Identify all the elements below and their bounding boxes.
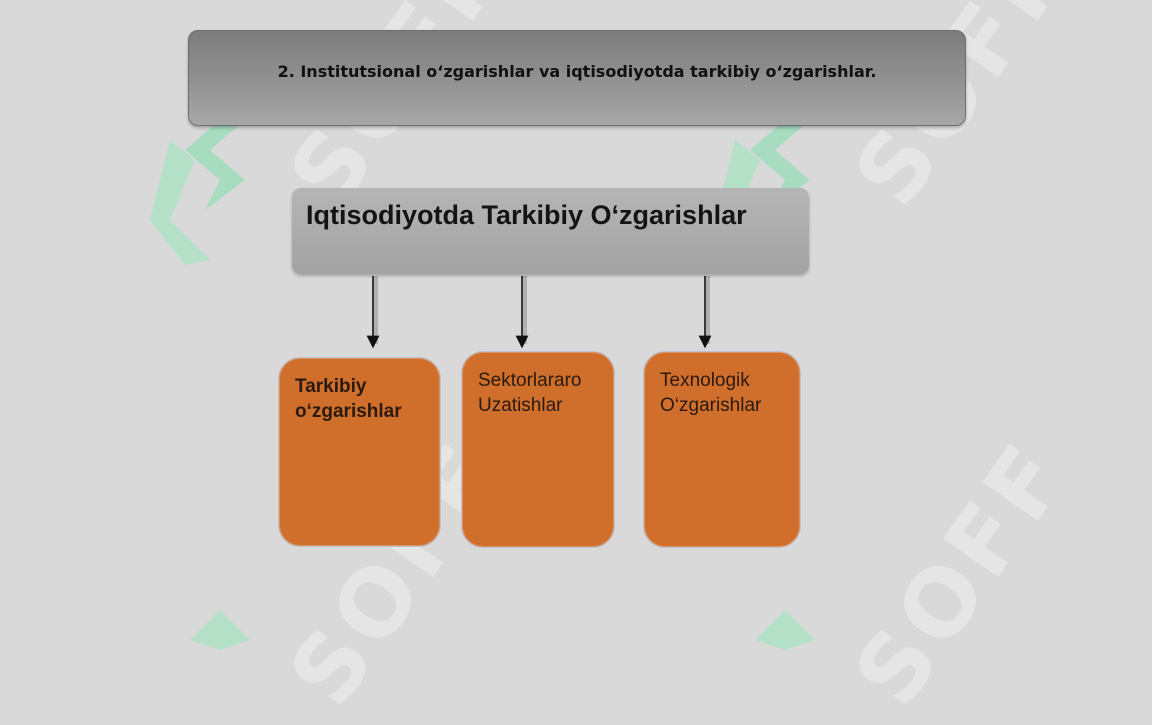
arrow-to-child-3: [698, 276, 712, 349]
diagram-root-label: Iqtisodiyotda Tarkibiy O‘zgarishlar: [306, 200, 747, 230]
diagram-child-box-2: Sektorlararo Uzatishlar: [461, 351, 615, 548]
diagram-child-box-3: Texnologik O‘zgarishlar: [643, 351, 801, 548]
watermark-logo-icon: [755, 610, 815, 650]
slide-title: 2. Institutsional o‘zgarishlar va iqtiso…: [277, 61, 877, 81]
diagram-root-box: Iqtisodiyotda Tarkibiy O‘zgarishlar: [292, 188, 809, 274]
watermark-logo-icon: [190, 610, 250, 650]
diagram-child-label: Sektorlararo Uzatishlar: [478, 370, 582, 416]
slide-title-bar: 2. Institutsional o‘zgarishlar va iqtiso…: [188, 30, 966, 126]
arrow-to-child-1: [366, 276, 380, 349]
diagram-child-label: Tarkibiy o‘zgarishlar: [295, 376, 402, 422]
diagram-child-box-1: Tarkibiy o‘zgarishlar: [278, 357, 441, 547]
diagram-connectors: [366, 276, 712, 349]
diagram-child-label: Texnologik O‘zgarishlar: [660, 370, 762, 416]
arrow-to-child-2: [515, 276, 529, 349]
